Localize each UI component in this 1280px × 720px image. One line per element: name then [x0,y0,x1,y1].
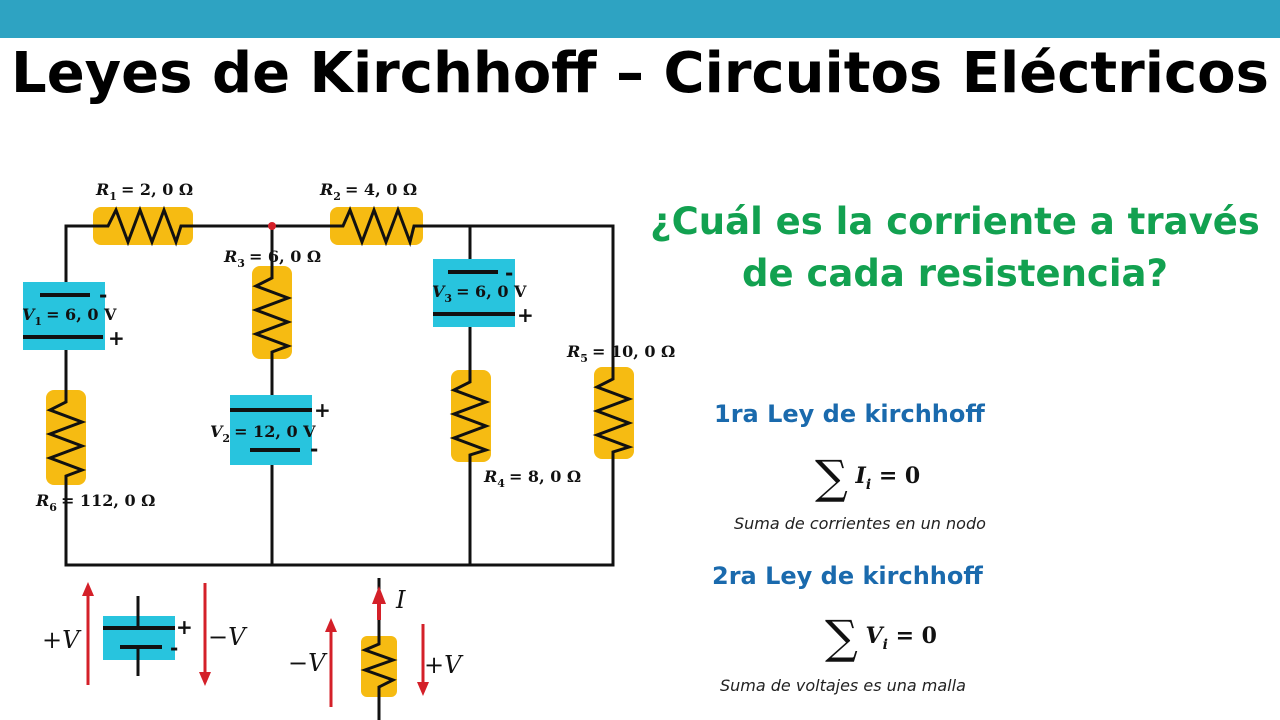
v1-label: V1= 6, 0 V [22,305,117,328]
first-law-caption: Suma de corrientes en un nodo [734,514,986,533]
legend-battery-minus-v: −V [208,623,248,651]
arrow-down-icon [417,682,429,696]
v2-pos-sign: + [314,398,331,422]
r6-label: R6= 112, 0 Ω [35,491,155,514]
v3-neg-sign: - [505,261,513,285]
r5-label: R5= 10, 0 Ω [566,342,675,365]
page-title: Leyes de Kirchhoff – Circuitos Eléctrico… [11,41,1269,106]
current-arrow-icon [372,586,386,604]
arrow-up-icon [82,582,94,596]
resistor-r3 [251,266,293,359]
node-dot [268,222,276,230]
legend-battery-pos: + [176,615,193,639]
resistor-r4 [449,370,491,462]
second-law-caption: Suma de voltajes es una malla [720,676,966,695]
v1-pos-sign: + [108,326,125,350]
resistor-r1 [93,205,193,247]
legend-resistor-plus-v: +V [424,651,464,679]
v2-label: V2= 12, 0 V [210,422,316,445]
legend-battery [82,582,211,686]
sigma-icon: ∑ [825,610,858,664]
sigma-icon: ∑ [815,450,848,504]
battery-v3 [433,259,515,327]
v3-pos-sign: + [517,303,534,327]
first-law-formula: ∑ Ii = 0 [815,450,921,504]
resistor-r6 [45,390,87,485]
arrow-up-icon [325,618,337,632]
r1-label: R1= 2, 0 Ω [95,180,193,203]
v1-neg-sign: - [99,283,107,307]
r2-label: R2= 4, 0 Ω [319,180,417,203]
legend-current-label: I [395,586,406,614]
resistor-r2 [330,205,423,248]
top-bar [0,0,1280,38]
first-law-title: 1ra Ley de kirchhoff [714,400,985,428]
v3-label: V3= 6, 0 V [432,282,527,305]
resistor-r5 [592,367,634,459]
circuit-wires [64,224,615,567]
arrow-down-icon [199,672,211,686]
battery-v2 [230,395,312,465]
legend-resistor-minus-v: −V [288,649,328,677]
battery-v1 [23,282,105,350]
circuit-diagram: R1= 2, 0 Ω R2= 4, 0 Ω R3= 6, 0 Ω V1= 6, … [22,180,675,720]
legend-battery-plus-v: +V [42,626,82,654]
question-text: ¿Cuál es la corriente a través de cada r… [650,200,1260,295]
v2-neg-sign: - [310,437,318,461]
r3-label: R3= 6, 0 Ω [223,247,321,270]
legend-battery-neg: - [170,636,178,660]
r4-label: R4= 8, 0 Ω [483,467,581,490]
legend-resistor [325,578,429,720]
second-law-title: 2ra Ley de kirchhoff [712,562,983,590]
second-law-formula: ∑ Vi = 0 [825,610,937,664]
